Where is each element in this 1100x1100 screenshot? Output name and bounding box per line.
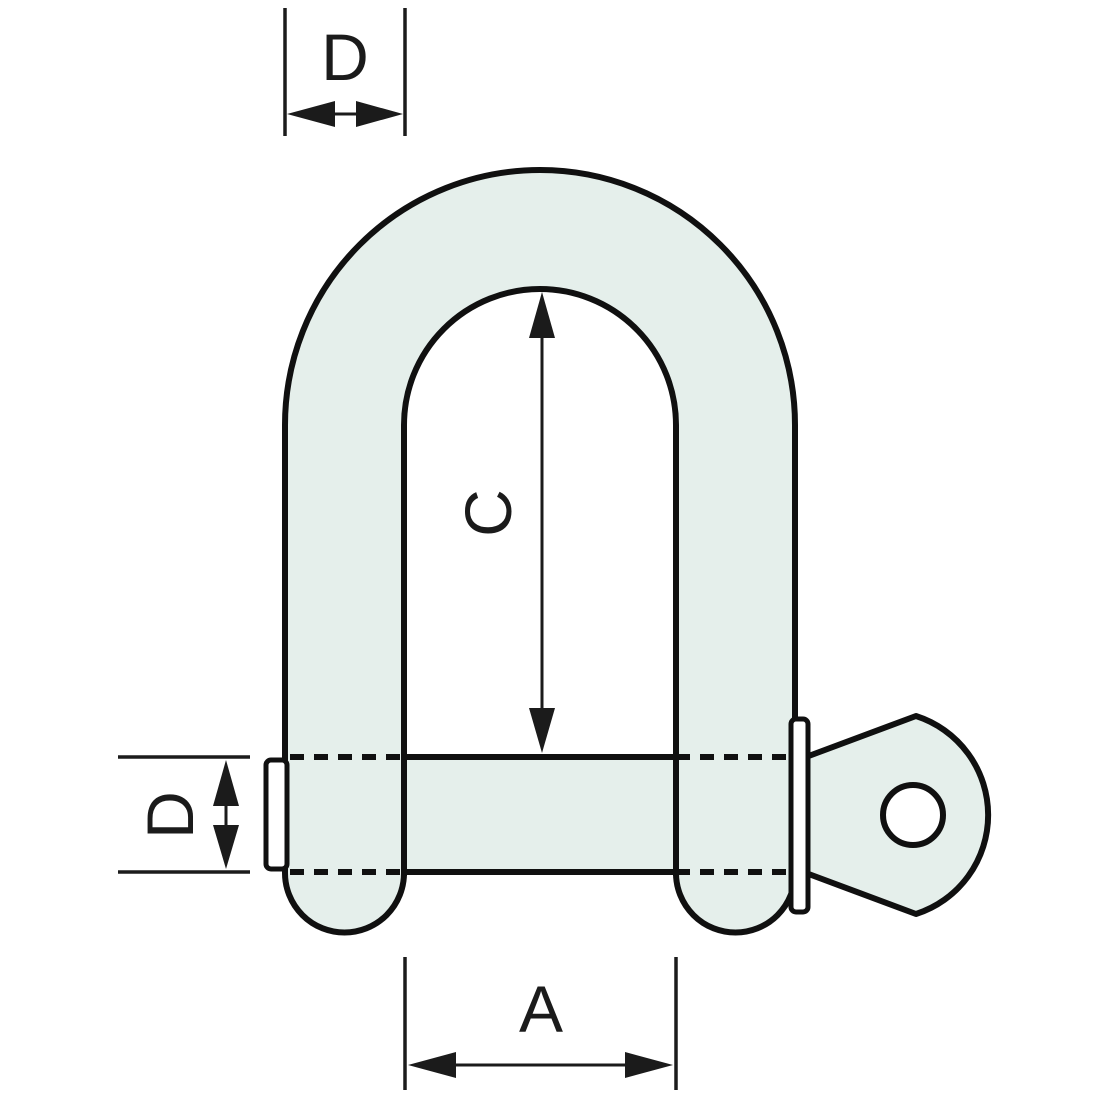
arrowhead-down-icon bbox=[529, 708, 555, 753]
pin-shaft bbox=[404, 757, 676, 872]
dimension-label: D bbox=[133, 791, 207, 839]
dimension-label: D bbox=[321, 20, 369, 94]
pin-tip bbox=[263, 757, 290, 872]
dimension-inside-width: A bbox=[403, 957, 678, 1090]
dimension-pin-diameter-top: D bbox=[283, 8, 407, 136]
dimension-label: C bbox=[451, 489, 525, 537]
arrowhead-up-icon bbox=[529, 292, 555, 338]
shackle-pin-group bbox=[263, 713, 992, 917]
pin-collar bbox=[788, 716, 811, 915]
arrowhead-down-icon bbox=[213, 825, 239, 869]
arrowhead-left-icon bbox=[408, 1052, 456, 1078]
arrowhead-left-icon bbox=[287, 101, 335, 127]
dimension-inside-length: C bbox=[451, 292, 555, 753]
arrowhead-right-icon bbox=[356, 101, 403, 127]
dimension-pin-diameter-left: D bbox=[118, 755, 250, 874]
pin-eye-hole bbox=[880, 782, 946, 848]
dimension-label: A bbox=[519, 972, 563, 1046]
arrowhead-up-icon bbox=[213, 760, 239, 806]
arrowhead-right-icon bbox=[625, 1052, 673, 1078]
shackle-body-group bbox=[282, 167, 798, 936]
shackle-bow bbox=[282, 167, 798, 936]
